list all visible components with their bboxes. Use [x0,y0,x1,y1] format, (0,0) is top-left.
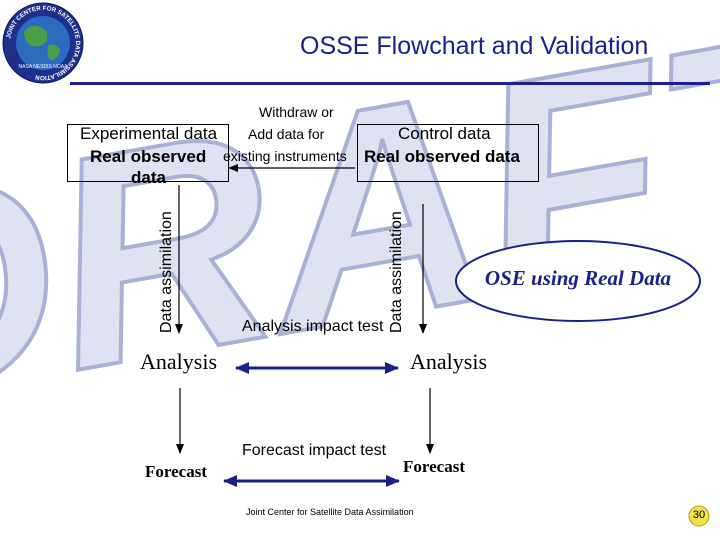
jcsda-logo: JOINT CENTER FOR SATELLITE DATA ASSIMILA… [2,2,84,84]
experimental-line2: Real observed [90,147,207,166]
footer-text: Joint Center for Satellite Data Assimila… [246,507,414,517]
control-heading: Control data [398,124,491,143]
middle-label-line2: Add data for [248,126,325,142]
forecast-left-label: Forecast [145,462,207,481]
control-line2: Real observed data [364,147,520,166]
forecast-impact-label: Forecast impact test [242,442,387,459]
experimental-line3: data [131,168,166,187]
forecast-right-label: Forecast [403,457,465,476]
page-title: OSSE Flowchart and Validation [300,32,649,60]
control-data-box [357,124,539,182]
svg-text:NASA NESDIS NOAA: NASA NESDIS NOAA [19,64,69,70]
page-number-badge [688,505,710,527]
title-rule [70,82,710,85]
middle-label-line1: Withdraw or [259,104,334,120]
analysis-left-label: Analysis [140,349,217,374]
page-number: 30 [692,509,706,521]
experimental-heading: Experimental data [80,124,218,143]
ose-ellipse [455,240,701,322]
analysis-impact-label: Analysis impact test [242,318,384,335]
experimental-data-box [67,124,229,182]
analysis-right-label: Analysis [410,349,487,374]
ose-label: OSE using Real Data [484,266,672,290]
middle-label-line3: existing instruments [223,148,347,164]
